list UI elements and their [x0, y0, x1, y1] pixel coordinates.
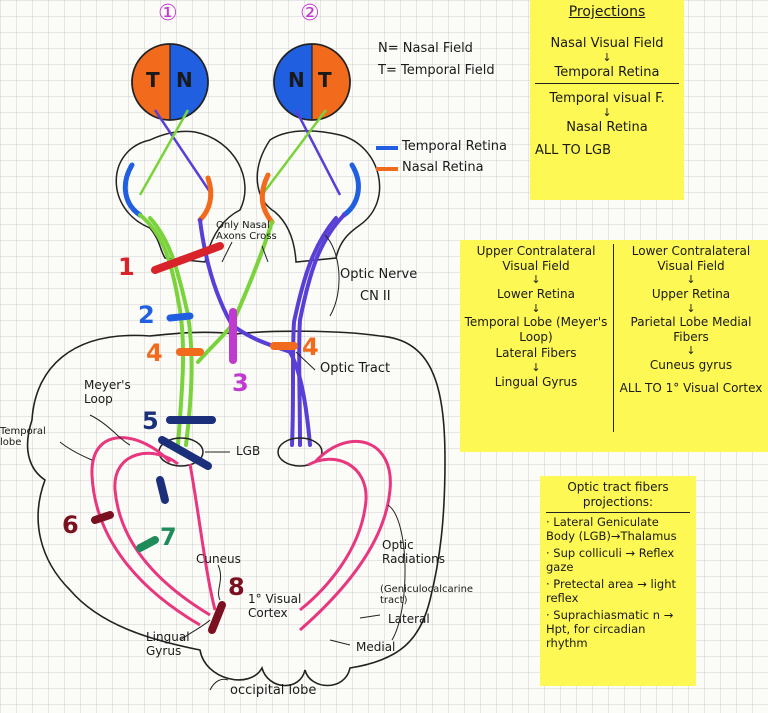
upper-field-title: Upper Contralateral Visual Field — [476, 244, 596, 273]
right-eye-outline — [256, 130, 381, 263]
right-eye-number: ② — [300, 1, 320, 26]
lower-field-title: Lower Contralateral Visual Field — [631, 244, 751, 273]
right-temporal-letter: T — [318, 68, 332, 92]
nasal-retina-swatch — [376, 167, 398, 171]
nasal-axons-cross-label: Only Nasal Axons Cross — [216, 220, 277, 242]
lesion-number-4-right: 4 — [302, 333, 319, 361]
lgb-label: LGB — [236, 444, 261, 458]
lower-field-step-1: Upper Retina — [651, 287, 731, 301]
nasal-retina-legend: Nasal Retina — [402, 160, 484, 175]
medial-label: Medial — [356, 640, 396, 654]
lesion-number-1: 1 — [118, 253, 135, 281]
lateral-label: Lateral — [388, 612, 430, 626]
right-lgb — [277, 437, 323, 467]
down-arrow-icon: ↓ — [686, 344, 696, 357]
occipital-lobe-label: occipital lobe — [230, 683, 317, 698]
temporal-lobe-label: Temporal lobe — [0, 426, 46, 448]
lesion-number-2: 2 — [138, 301, 155, 329]
lower-field-step-2: Parietal Lobe Medial Fibers — [630, 315, 752, 344]
projections-line-4: Nasal Retina — [566, 120, 648, 135]
down-arrow-icon: ↓ — [531, 273, 541, 286]
cranial-nerve-2-label: CN II — [360, 289, 391, 304]
down-arrow-icon: ↓ — [602, 51, 612, 64]
brain-outline — [26, 330, 446, 687]
upper-field-step-3: Lateral Fibers — [495, 346, 577, 360]
projections-note: Projections Nasal Visual Field ↓ Tempora… — [530, 0, 684, 200]
visual-field-note: Upper Contralateral Visual Field ↓ Lower… — [460, 240, 768, 452]
optic-tract-fibers-title: Optic tract fibers projections: — [567, 480, 669, 509]
projections-line-5: ALL TO LGB — [535, 143, 612, 158]
projections-line-3: Temporal visual F. — [549, 91, 665, 106]
tract-fiber-item: · Pretectal area → light reflex — [546, 577, 676, 605]
tract-fiber-item: · Lateral Geniculate Body (LGB)→Thalamus — [546, 515, 677, 543]
tract-fiber-item: · Sup colliculi → Reflex gaze — [546, 546, 675, 574]
lesion-number-7: 7 — [160, 523, 177, 551]
right-nasal-letter: N — [288, 68, 305, 92]
lesion-number-4-left: 4 — [146, 339, 163, 367]
lesion-bars — [91, 242, 298, 634]
lingual-gyrus-label: Lingual Gyrus — [146, 630, 190, 658]
down-arrow-icon: ↓ — [686, 302, 696, 315]
lower-field-step-3: Cuneus gyrus — [649, 358, 733, 372]
right-visual-field-circle — [273, 43, 351, 121]
nasal-field-legend: N= Nasal Field — [378, 41, 473, 56]
left-temporal-letter: T — [146, 68, 160, 92]
projections-title: Projections — [568, 4, 646, 20]
optic-tract-fibers-note: Optic tract fibers projections: · Latera… — [540, 476, 696, 686]
upper-field-step-2: Temporal Lobe (Meyer's Loop) — [464, 315, 608, 344]
temporal-field-legend: T= Temporal Field — [378, 63, 495, 78]
left-eye-number: ① — [158, 1, 178, 26]
upper-field-step-4: Lingual Gyrus — [494, 375, 578, 389]
cuneus-label: Cuneus — [196, 552, 241, 566]
retina-arcs — [122, 162, 361, 225]
lesion-number-3: 3 — [232, 369, 249, 397]
temporal-retina-legend: Temporal Retina — [402, 139, 508, 154]
meyers-loop-label: Meyer's Loop — [84, 378, 131, 406]
tract-fiber-item: · Suprachiasmatic n → Hpt, for circadian… — [546, 608, 674, 650]
lesion-number-8: 8 — [228, 573, 245, 601]
lower-field-column: Lower Contralateral Visual Field ↓ Upper… — [615, 240, 767, 452]
primary-visual-cortex-label: 1° Visual Cortex — [248, 592, 302, 620]
down-arrow-icon: ↓ — [531, 361, 541, 374]
visual-field-divider — [613, 244, 614, 432]
left-nasal-letter: N — [176, 68, 193, 92]
optic-tract-label: Optic Tract — [320, 361, 391, 376]
lesion-number-5: 5 — [142, 407, 159, 435]
optic-radiations — [90, 436, 392, 632]
optic-nerve-label: Optic Nerve — [340, 267, 418, 282]
down-arrow-icon: ↓ — [686, 273, 696, 286]
leader-lines — [59, 234, 406, 691]
tract-note-divider — [546, 512, 690, 513]
light-rays — [138, 109, 342, 196]
geniculocalcarine-label: (Geniculocalcarine tract) — [380, 584, 474, 606]
temporal-retina-swatch — [376, 146, 398, 150]
upper-field-step-1: Lower Retina — [497, 287, 575, 301]
down-arrow-icon: ↓ — [531, 302, 541, 315]
upper-field-column: Upper Contralateral Visual Field ↓ Lower… — [460, 240, 612, 452]
left-eye-outline — [115, 130, 246, 263]
projections-divider — [535, 83, 679, 84]
optic-pathway-fibers — [138, 213, 346, 447]
projections-line-2: Temporal Retina — [554, 65, 660, 80]
optic-radiations-label: Optic Radiations — [382, 538, 445, 566]
down-arrow-icon: ↓ — [602, 106, 612, 119]
left-visual-field-circle — [131, 43, 209, 121]
lower-field-step-4: ALL TO 1° Visual Cortex — [619, 381, 763, 395]
lesion-number-6: 6 — [62, 511, 79, 539]
projections-line-1: Nasal Visual Field — [550, 36, 664, 51]
